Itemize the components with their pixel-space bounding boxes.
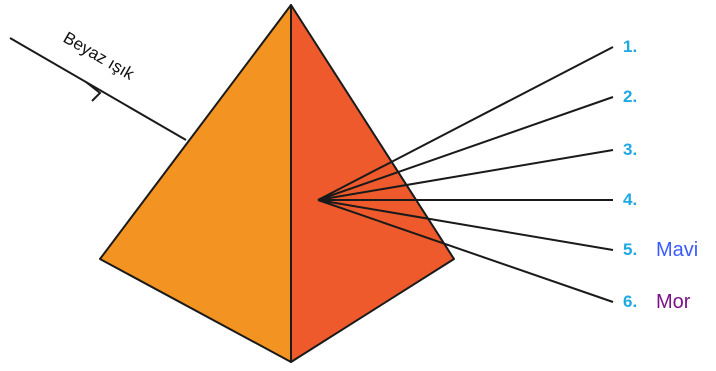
- prism-right-face: [291, 5, 454, 362]
- ray-1-number: 1.: [623, 37, 637, 56]
- ray-2-number: 2.: [623, 87, 637, 106]
- arrow-icon: [86, 82, 100, 101]
- ray-3-number: 3.: [623, 140, 637, 159]
- ray-5-name: Mavi: [656, 239, 698, 261]
- ray-4-number: 4.: [623, 190, 637, 209]
- ray-6-name: Mor: [656, 291, 691, 313]
- ray-5-number: 5.: [623, 240, 637, 259]
- ray-6-number: 6.: [623, 292, 637, 311]
- incoming-light-label: Beyaz ışık: [60, 28, 138, 84]
- ray-labels: 1. 2. 3. 4. 5. Mavi 6. Mor: [623, 37, 698, 313]
- prism-left-face: [100, 5, 291, 362]
